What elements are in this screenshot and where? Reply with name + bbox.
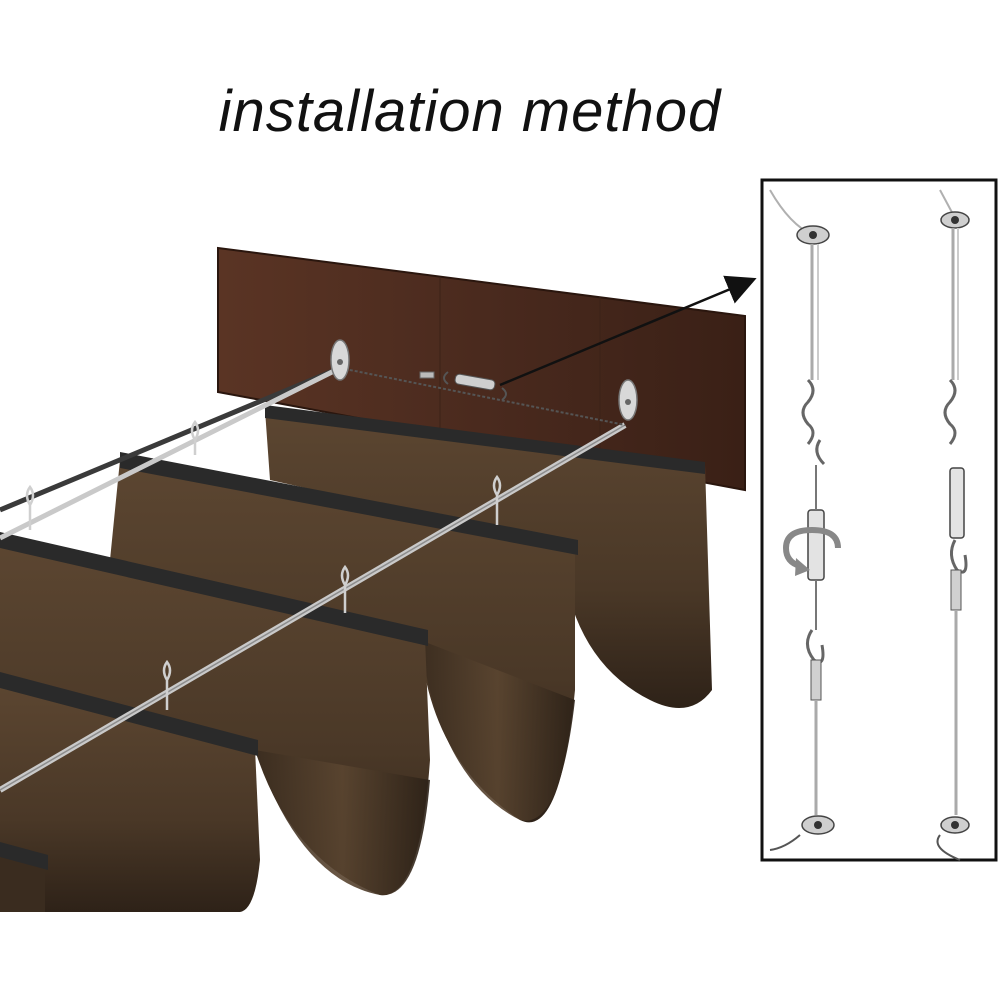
support-cables [0, 365, 627, 793]
rotate-arrow-icon [782, 526, 841, 576]
turnbuckle-small [419, 371, 507, 401]
inset-detail [760, 178, 998, 862]
assembly-adjusting [769, 189, 835, 851]
cable-hooks [25, 419, 502, 710]
shade-fabric [0, 410, 712, 912]
shade-rails [0, 405, 705, 870]
page-title: installation method [218, 79, 722, 144]
assembly-fixed [936, 189, 970, 861]
pointer-arrow-icon [499, 275, 757, 387]
eye-plates [330, 339, 638, 421]
